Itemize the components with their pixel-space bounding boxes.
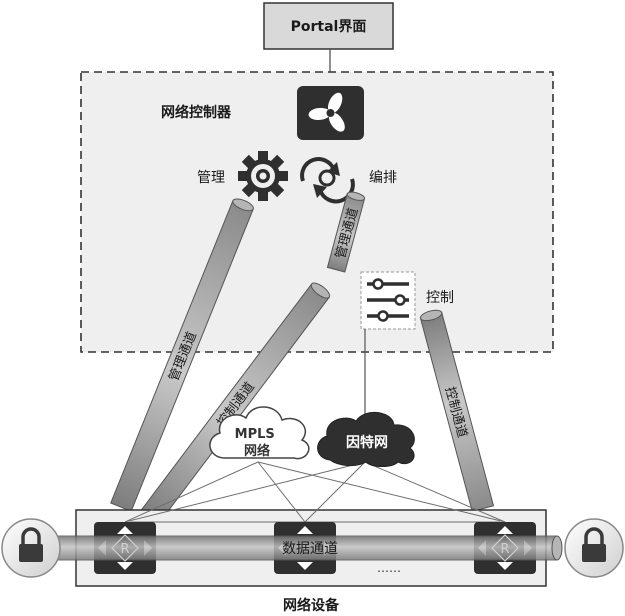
manage-label: 管理 [197,170,225,186]
portal-label: Portal界面 [291,19,367,35]
controller-logo-icon [297,86,364,140]
lock-icon [1,518,61,578]
refresh-cycle-icon [300,157,355,204]
internet-cloud: 因特网 [317,412,415,467]
devices-ellipsis: …… [377,561,401,575]
lock-icon [564,518,624,578]
control-label: 控制 [426,290,454,306]
network-mesh-lines [124,461,506,523]
devices-title: 网络设备 [283,597,340,614]
svg-text:MPLS 网络: MPLS 网络 [235,427,280,459]
internet-cloud-label: 因特网 [346,434,388,451]
orchestrate-label: 编排 [369,170,397,186]
router-glyph: R [120,542,129,557]
data-channel-label: 数据通道 [282,541,338,557]
mpls-cloud-label: MPLS [235,427,275,442]
portal-box: Portal界面 [263,2,394,50]
router-glyph: R [500,542,509,557]
mpls-cloud: MPLS 网络 [209,406,310,460]
gear-icon [238,151,288,201]
controller-title: 网络控制器 [161,104,232,121]
sliders-icon [360,271,416,330]
